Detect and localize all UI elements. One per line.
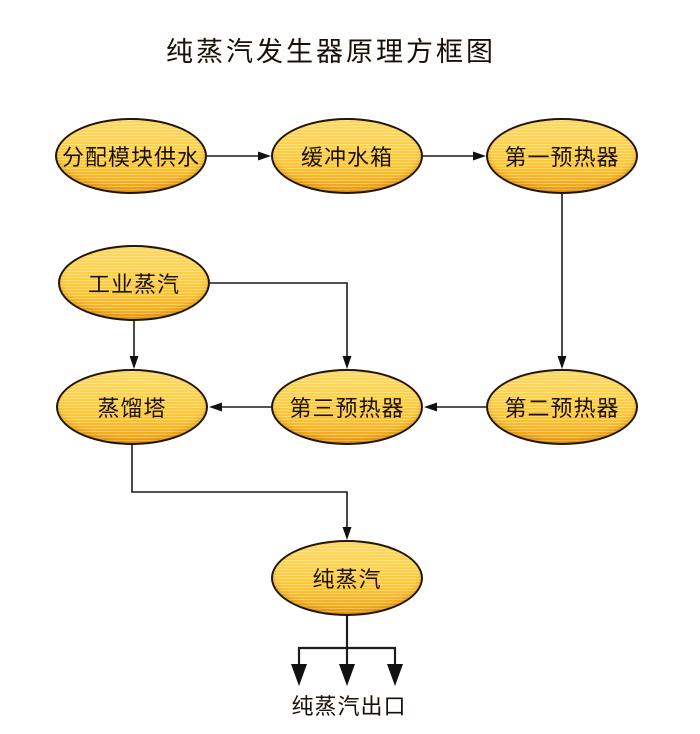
node-third-preheater-label: 第三预热器 bbox=[289, 396, 405, 421]
node-industrial-steam-label: 工业蒸汽 bbox=[87, 272, 180, 297]
node-pure-steam-label: 纯蒸汽 bbox=[312, 567, 382, 592]
node-pure-steam: 纯蒸汽 bbox=[271, 540, 423, 616]
outlet-label: 纯蒸汽出口 bbox=[291, 694, 407, 719]
node-third-preheater: 第三预热器 bbox=[271, 369, 423, 445]
node-distillation-tower-label: 蒸馏塔 bbox=[97, 396, 167, 421]
arrow-distillation-tower-to-pure-steam bbox=[131, 445, 352, 540]
arrow-supply-to-buffer bbox=[207, 151, 271, 161]
node-buffer-tank: 缓冲水箱 bbox=[271, 118, 423, 194]
arrow-first-to-second-preheater bbox=[557, 194, 567, 369]
arrow-third-preheater-to-distillation-tower bbox=[209, 402, 271, 412]
arrow-second-to-third-preheater bbox=[424, 402, 486, 412]
node-second-preheater: 第二预热器 bbox=[486, 369, 638, 445]
arrow-industrial-steam-to-third-preheater bbox=[210, 282, 352, 369]
arrow-pure-steam-to-outlet-right bbox=[387, 648, 403, 686]
node-first-preheater-label: 第一预热器 bbox=[504, 145, 620, 170]
node-buffer-tank-label: 缓冲水箱 bbox=[300, 145, 393, 170]
node-first-preheater: 第一预热器 bbox=[486, 118, 638, 194]
arrow-pure-steam-to-outlet-left bbox=[291, 648, 307, 686]
node-supply-water-label: 分配模块供水 bbox=[61, 145, 200, 170]
diagram-title: 纯蒸汽发生器原理方框图 bbox=[166, 37, 496, 67]
arrow-pure-steam-to-outlet-center bbox=[339, 616, 355, 686]
arrow-buffer-to-first-preheater bbox=[423, 151, 486, 161]
node-distillation-tower: 蒸馏塔 bbox=[56, 369, 208, 445]
node-second-preheater-label: 第二预热器 bbox=[504, 396, 620, 421]
node-supply-water: 分配模块供水 bbox=[55, 118, 207, 194]
node-industrial-steam: 工业蒸汽 bbox=[58, 245, 210, 321]
arrow-industrial-steam-to-distillation-tower bbox=[129, 321, 139, 369]
